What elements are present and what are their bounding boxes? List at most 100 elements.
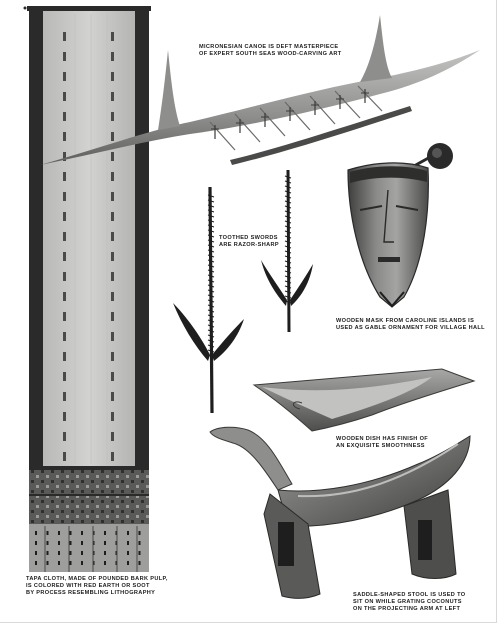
tapa-dash-motif bbox=[111, 72, 114, 81]
swords-caption-line: ARE RAZOR-SHARP bbox=[219, 242, 279, 248]
tapa-dash-motif bbox=[63, 252, 66, 261]
tapa-fringe-hole bbox=[69, 551, 72, 555]
tapa-dash-motif bbox=[111, 212, 114, 221]
sword-tooth bbox=[207, 199, 215, 203]
tapa-dash-motif bbox=[111, 252, 114, 261]
sword-tooth bbox=[284, 185, 292, 189]
sword-tooth bbox=[207, 224, 215, 228]
sword-tooth bbox=[207, 334, 215, 338]
sword-tooth bbox=[207, 314, 215, 318]
tapa-dash-motif bbox=[63, 232, 66, 241]
saddle-stool-image bbox=[209, 426, 471, 599]
sword-tooth bbox=[284, 280, 292, 284]
tapa-fringe-hole bbox=[138, 531, 141, 535]
tapa-fringe-hole bbox=[104, 561, 106, 565]
tapa-dash-motif bbox=[111, 152, 114, 161]
sword-tooth bbox=[207, 349, 215, 353]
dish-caption-line: AN EXQUISITE SMOOTHNESS bbox=[336, 443, 425, 449]
tapa-dash-motif bbox=[63, 52, 66, 61]
tapa-fringe-hole bbox=[58, 561, 60, 565]
tapa-fringe-hole bbox=[35, 551, 37, 555]
tapa-dash-motif bbox=[111, 312, 114, 321]
tapa-fringe-hole bbox=[127, 531, 129, 535]
mask-caption-line: USED AS GABLE ORNAMENT FOR VILLAGE HALL bbox=[336, 325, 485, 331]
tapa-caption-line: TAPA CLOTH, MADE OF POUNDED BARK PULP, bbox=[26, 576, 168, 582]
sword-tooth bbox=[207, 254, 215, 258]
stool-caption-line: ON THE PROJECTING ARM AT LEFT bbox=[353, 606, 461, 612]
toothed-sword-left-image bbox=[173, 186, 244, 414]
canoe-caption: MICRONESIAN CANOE IS DEFT MASTERPIECE OF… bbox=[199, 44, 342, 58]
tapa-dash-motif bbox=[111, 412, 114, 421]
sword-tooth bbox=[284, 260, 292, 264]
sword-tooth bbox=[284, 295, 292, 299]
sword-tooth bbox=[207, 194, 215, 198]
tapa-dash-motif bbox=[63, 92, 66, 101]
tapa-fringe-hole bbox=[104, 531, 106, 535]
tapa-dash-motif bbox=[63, 152, 66, 161]
tapa-dash-motif bbox=[63, 192, 66, 201]
sword-tooth bbox=[284, 215, 292, 219]
tapa-fringe-hole bbox=[104, 541, 106, 545]
sword-tooth bbox=[284, 205, 292, 209]
sword-tooth bbox=[207, 219, 215, 223]
tapa-fringe-hole bbox=[69, 561, 72, 565]
tapa-fringe-hole bbox=[35, 531, 37, 535]
sword-tooth bbox=[207, 339, 215, 343]
tapa-cloth-image bbox=[23, 6, 151, 572]
sword-tooth bbox=[207, 239, 215, 243]
sword-tooth bbox=[207, 294, 215, 298]
tapa-fringe-hole bbox=[127, 541, 129, 545]
sword-tooth bbox=[284, 255, 292, 259]
stool-caption-line: SADDLE-SHAPED STOOL IS USED TO bbox=[353, 592, 466, 598]
tapa-dash-motif bbox=[111, 332, 114, 341]
tapa-fringe-hole bbox=[81, 541, 83, 545]
tapa-dash-motif bbox=[111, 372, 114, 381]
tapa-dash-motif bbox=[111, 52, 114, 61]
sword-tooth bbox=[207, 324, 215, 328]
sword-tooth bbox=[284, 285, 292, 289]
sword-tooth bbox=[284, 200, 292, 204]
sword-tooth bbox=[207, 344, 215, 348]
sword-tooth bbox=[207, 329, 215, 333]
sword-tooth bbox=[207, 299, 215, 303]
tapa-dash-motif bbox=[111, 192, 114, 201]
sword-tooth bbox=[207, 259, 215, 263]
wooden-mask-image bbox=[347, 143, 453, 308]
sword-tooth bbox=[284, 195, 292, 199]
tapa-fringe-hole bbox=[104, 551, 106, 555]
tapa-caption-line: IS COLORED WITH RED EARTH OR SOOT bbox=[26, 583, 150, 589]
tapa-fringe-hole bbox=[127, 551, 129, 555]
sword-tooth bbox=[284, 250, 292, 254]
sword-tooth bbox=[207, 209, 215, 213]
tapa-fringe-hole bbox=[81, 551, 83, 555]
tapa-fringe-hole bbox=[81, 561, 83, 565]
sword-tooth bbox=[207, 304, 215, 308]
tapa-dash-motif bbox=[63, 32, 66, 41]
tapa-fringe-hole bbox=[46, 531, 49, 535]
mask-caption-line: WOODEN MASK FROM CAROLINE ISLANDS IS bbox=[336, 318, 475, 324]
tapa-dash-motif bbox=[111, 32, 114, 41]
sword-tooth bbox=[284, 220, 292, 224]
sword-tooth bbox=[284, 290, 292, 294]
dish-caption: WOODEN DISH HAS FINISH OF AN EXQUISITE S… bbox=[336, 436, 428, 450]
tapa-dash-motif bbox=[63, 172, 66, 181]
tapa-fringe-hole bbox=[35, 541, 37, 545]
tapa-dash-motif bbox=[63, 292, 66, 301]
wooden-dish-image bbox=[252, 368, 476, 432]
tapa-dash-motif bbox=[111, 292, 114, 301]
canoe-model-image bbox=[40, 15, 480, 165]
canoe-caption-line: OF EXPERT SOUTH SEAS WOOD-CARVING ART bbox=[199, 51, 342, 57]
sword-tooth bbox=[207, 309, 215, 313]
tapa-dash-motif bbox=[111, 172, 114, 181]
sword-tooth bbox=[284, 245, 292, 249]
sword-tooth bbox=[284, 275, 292, 279]
tapa-dash-motif bbox=[63, 272, 66, 281]
sword-tooth bbox=[284, 225, 292, 229]
tapa-dash-motif bbox=[111, 432, 114, 441]
tapa-dash-motif bbox=[63, 332, 66, 341]
tapa-fringe-hole bbox=[69, 531, 72, 535]
tapa-dash-motif bbox=[111, 272, 114, 281]
tapa-dash-motif bbox=[111, 92, 114, 101]
tapa-dash-motif bbox=[63, 72, 66, 81]
